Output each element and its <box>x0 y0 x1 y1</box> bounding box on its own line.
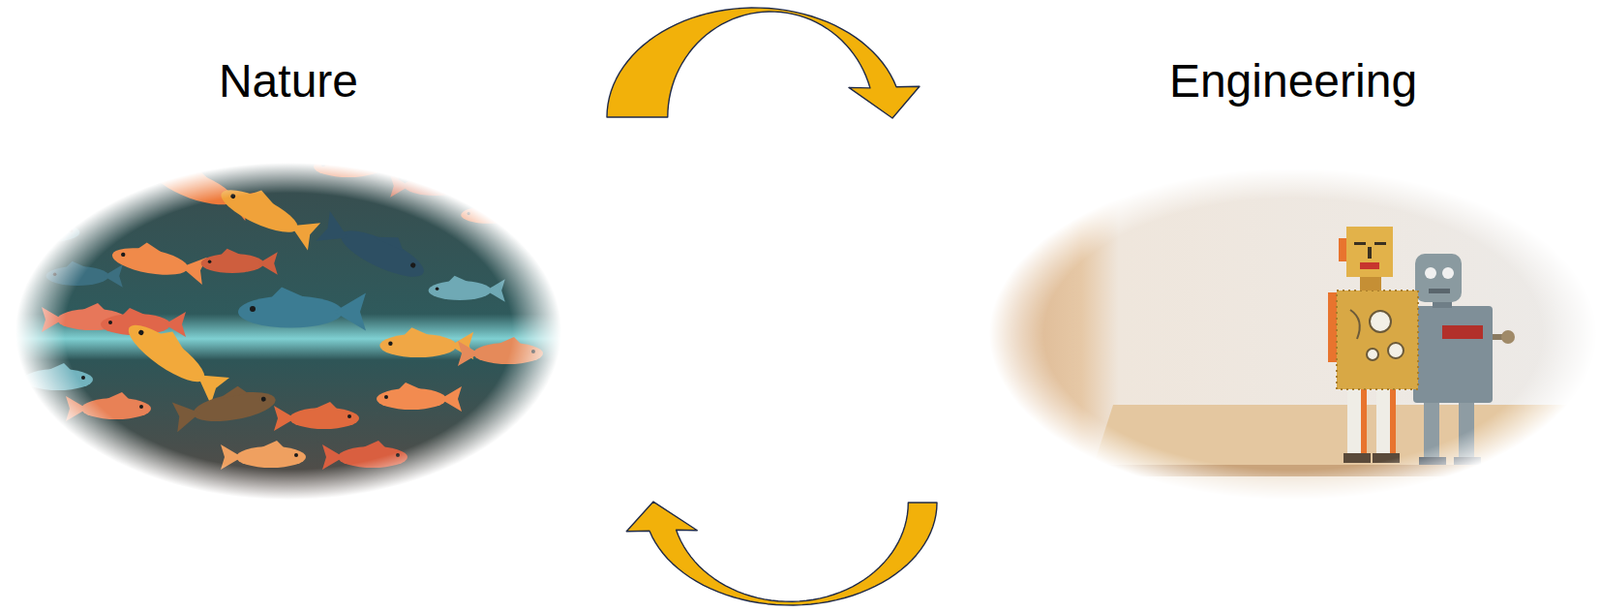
heading-text: Engineering <box>1169 53 1418 110</box>
robot-picture <box>982 164 1600 506</box>
heading-label: Engineering <box>989 53 1598 110</box>
curved-arrow <box>606 7 920 119</box>
picture-node: Engineering <box>989 53 1598 500</box>
picture-node: Nature <box>15 53 562 500</box>
heading-text: Nature <box>218 53 359 110</box>
fish-picture <box>2 150 572 509</box>
curved-arrow <box>626 501 937 605</box>
heading-label: Nature <box>15 53 562 110</box>
